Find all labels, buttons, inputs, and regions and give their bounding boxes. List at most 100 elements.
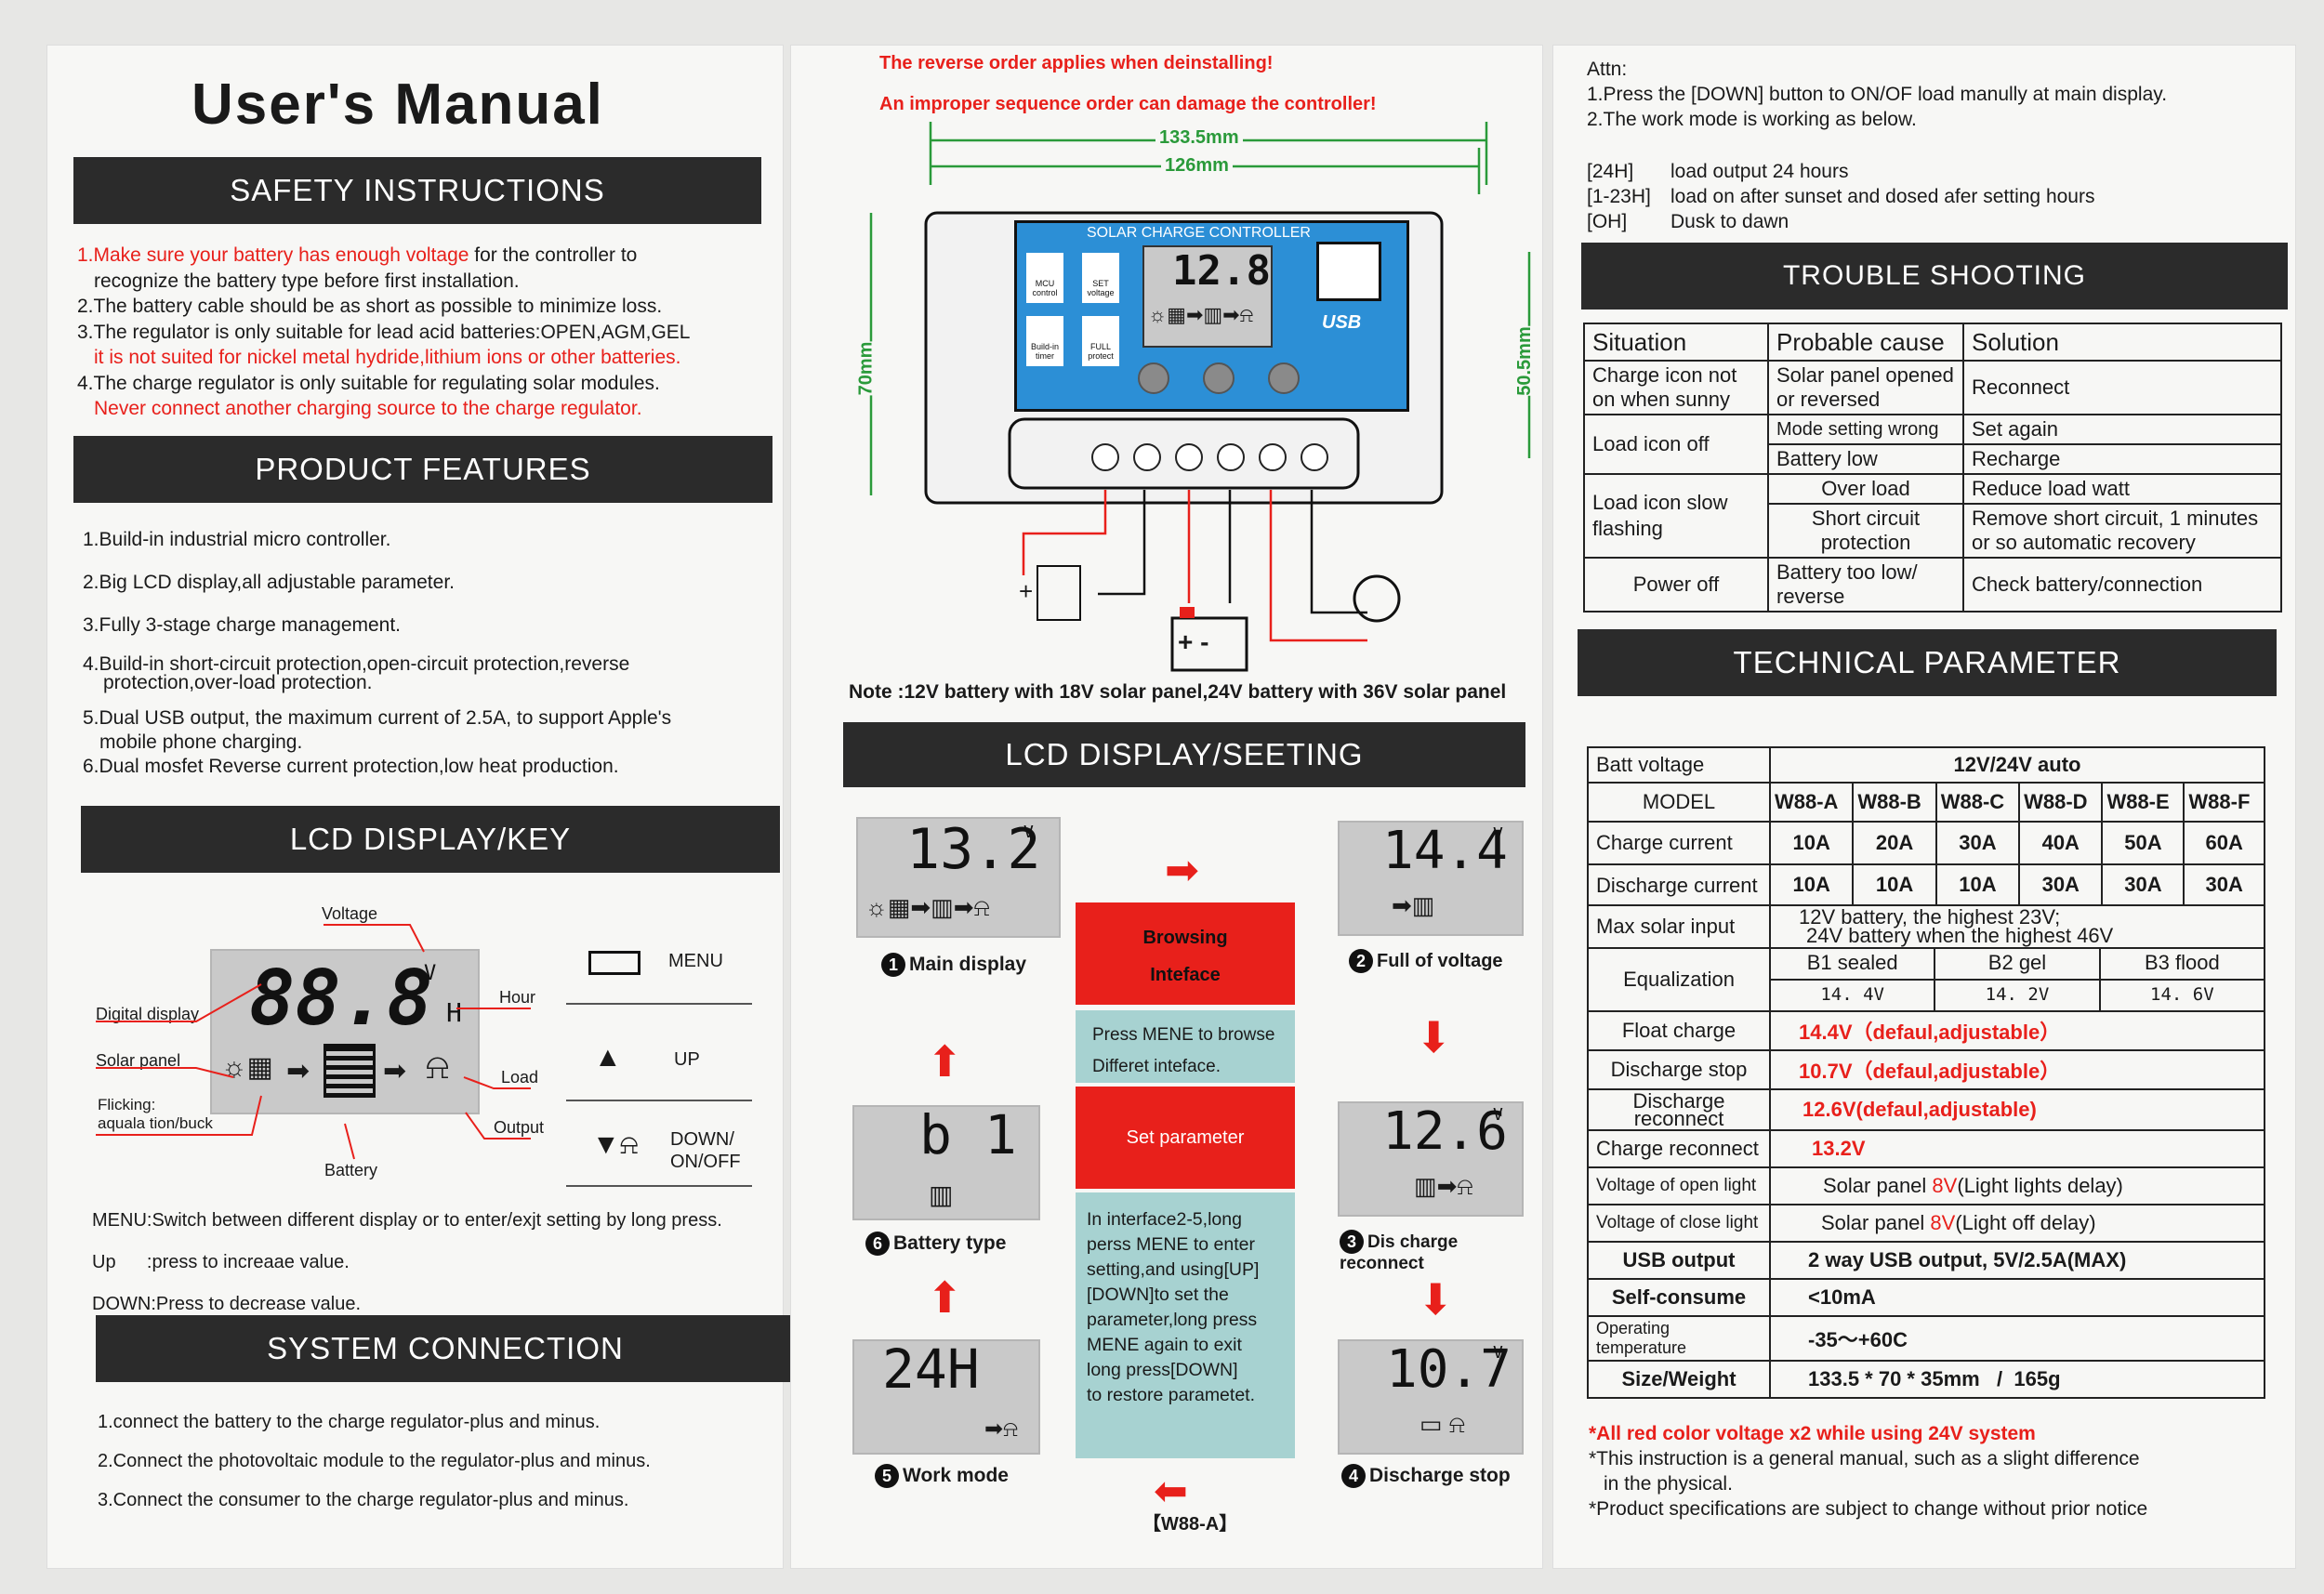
mode-24h: [24H]load output 24 hours — [1587, 161, 1849, 182]
mcu-icon: MCU control — [1026, 253, 1063, 303]
usb-label: USB — [1322, 312, 1362, 333]
eq-value: 14. 2V — [1935, 981, 2101, 1010]
system-2: 2.Connect the photovoltaic module to the… — [98, 1451, 651, 1471]
tech-value: 2 way USB output, 5V/2.5A(MAX) — [1769, 1241, 2265, 1280]
key-desc-down: DOWN:Press to decrease value. — [92, 1294, 361, 1314]
lcd-digits: 88.8 — [249, 955, 433, 1043]
tech-model: W88-D — [2018, 782, 2104, 823]
set-text-4: [DOWN]to set the — [1087, 1284, 1229, 1305]
flow-arrow-down-2: ⬇ — [1418, 1275, 1454, 1324]
set-title-box: Set parameter — [1076, 1087, 1295, 1189]
dim-width-outer: 133.5mm — [1155, 127, 1243, 149]
panel-right: Attn: 1.Press the [DOWN] button to ON/OF… — [1552, 45, 2296, 1569]
set-text-2: perss MENE to enter — [1087, 1234, 1255, 1255]
tech-value: <10mA — [1769, 1278, 2265, 1317]
tech-label: Discharge current — [1587, 863, 1771, 906]
key-down-icon[interactable]: ▼⍾ — [592, 1129, 639, 1160]
trouble-row: Charge icon not on when sunny Solar pane… — [1583, 360, 2282, 415]
terminal-5 — [1259, 443, 1287, 471]
screen-full-value: 14.4 — [1382, 821, 1508, 881]
trouble-head-cause: Probable cause — [1767, 323, 1964, 362]
feature-6: 6.Dual mosfet Reverse current protection… — [83, 756, 619, 777]
tech-label: Size/Weight — [1587, 1360, 1771, 1399]
solar-plus-icon: + — [1019, 577, 1034, 605]
trouble-row: Load icon off Mode setting wrong Set aga… — [1583, 414, 2282, 475]
screen-work-mode: 24H ➡⍾ — [852, 1337, 1040, 1455]
trouble-row: Short circuit protection Remove short ci… — [1584, 503, 2282, 559]
system-list: 1.connect the battery to the charge regu… — [98, 1403, 651, 1520]
eq-type: B2 gel — [1935, 949, 2101, 979]
tech-table: Batt voltage 12V/24V auto MODEL W88-A W8… — [1587, 746, 2265, 1399]
trouble-solution: Recharge — [1962, 443, 2282, 475]
set-text-6: MENE again to exit — [1087, 1335, 1242, 1355]
label-battery: Battery — [324, 1161, 378, 1179]
tech-cell: 10A — [1768, 863, 1855, 906]
tech-row-vopen: Voltage of open light Solar panel 8V(Lig… — [1587, 1166, 2265, 1205]
tech-value: 10.7V（defaul,adjustable） — [1769, 1049, 2265, 1090]
key-menu-icon[interactable] — [588, 951, 640, 975]
feature-3: 3.Fully 3-stage charge management. — [83, 614, 402, 636]
terminal-1 — [1091, 443, 1119, 471]
screen-battype-value: b 1 — [919, 1103, 1017, 1166]
mode-oh: [OH]Dusk to dawn — [1587, 211, 1789, 232]
footnote-1b: in the physical. — [1604, 1473, 1733, 1495]
tech-row-model: MODEL W88-A W88-B W88-C W88-D W88-E W88-… — [1587, 782, 2265, 823]
trouble-heading: TROUBLE SHOOTING — [1581, 243, 2288, 310]
set-voltage-icon: SET voltage — [1082, 253, 1119, 303]
safety-line-3: 2.The battery cable should be as short a… — [77, 296, 663, 317]
feature-4: 4.Build-in short-circuit protection,open… — [83, 653, 630, 675]
screen-battype-icon: ▥ — [929, 1180, 954, 1209]
key-divider-1 — [566, 1003, 752, 1005]
tech-value: 13.2V — [1769, 1129, 2265, 1168]
flow-arrow-right: ➡ — [1165, 848, 1199, 893]
tech-model: W88-E — [2101, 782, 2185, 823]
tech-cell: 10A — [1768, 821, 1855, 865]
set-text-box: In interface2-5,long perss MENE to enter… — [1076, 1192, 1295, 1458]
controller-down-button[interactable] — [1268, 362, 1300, 394]
trouble-head-situation: Situation — [1583, 323, 1769, 362]
trouble-cause: Battery too low/ reverse — [1767, 557, 1964, 613]
footnotes: *All red color voltage x2 while using 24… — [1589, 1421, 2147, 1522]
key-divider-3 — [566, 1185, 752, 1187]
key-onoff-label: ON/OFF — [670, 1152, 741, 1172]
key-up-icon[interactable]: ▲ — [594, 1042, 622, 1073]
label-flicking-2: aquala tion/buck — [98, 1114, 213, 1132]
screen-full-icons: ➡▥ — [1392, 891, 1435, 919]
attn-1: 1.Press the [DOWN] button to ON/OF load … — [1587, 84, 2168, 105]
tech-model: W88-A — [1768, 782, 1855, 823]
tech-value: -35～+60C — [1769, 1315, 2265, 1362]
tech-row-maxsolar: Max solar input 12V battery, the highest… — [1587, 904, 2265, 949]
controller-menu-button[interactable] — [1138, 362, 1169, 394]
attn-block: Attn: 1.Press the [DOWN] button to ON/OF… — [1587, 57, 2167, 132]
seeting-heading: LCD DISPLAY/SEETING — [843, 722, 1525, 787]
tech-label: Discharge reconnect — [1587, 1088, 1771, 1131]
label-digital: Digital display — [96, 1005, 200, 1023]
label-solar: Solar panel — [96, 1051, 181, 1070]
dim-width-inner: 126mm — [1161, 155, 1233, 177]
controller-up-button[interactable] — [1203, 362, 1235, 394]
key-desc-menu: MENU:Switch between different display or… — [92, 1210, 722, 1231]
tech-label: Operating temperature — [1587, 1315, 1771, 1362]
attn-title: Attn: — [1587, 59, 1628, 80]
flow-arrow-down-1: ⬇ — [1416, 1013, 1452, 1061]
safety-line-2: recognize the battery type before first … — [94, 270, 520, 292]
tech-model: W88-C — [1934, 782, 2021, 823]
lcd-load-bulb-icon: ⍾ — [426, 1047, 450, 1087]
browse-text-2: Differet inteface. — [1092, 1057, 1221, 1076]
footnote-red: *All red color voltage x2 while using 24… — [1589, 1423, 2036, 1444]
lcd-solar-icon: ☼▦ — [221, 1052, 273, 1083]
browse-text-1: Press MENE to browse — [1092, 1025, 1275, 1045]
trouble-row: Power off Battery too low/ reverse Check… — [1583, 557, 2282, 613]
screen-battery-type: b 1 ▥ — [852, 1103, 1040, 1220]
tech-cell: 20A — [1852, 821, 1937, 865]
safety-line-6: 4.The charge regulator is only suitable … — [77, 372, 660, 394]
label-output: Output — [494, 1118, 545, 1137]
key-menu-label: MENU — [668, 951, 723, 971]
tech-value: 12V battery, the highest 23V; 24V batter… — [1769, 904, 2265, 949]
tech-label: Batt voltage — [1587, 746, 1771, 784]
warning-1: The reverse order applies when deinstall… — [879, 53, 1274, 73]
trouble-situation: Load icon slow flashing — [1583, 473, 1769, 559]
safety-line-4: 3.The regulator is only suitable for lea… — [77, 321, 691, 343]
tech-label: Voltage of close light — [1587, 1204, 1771, 1243]
